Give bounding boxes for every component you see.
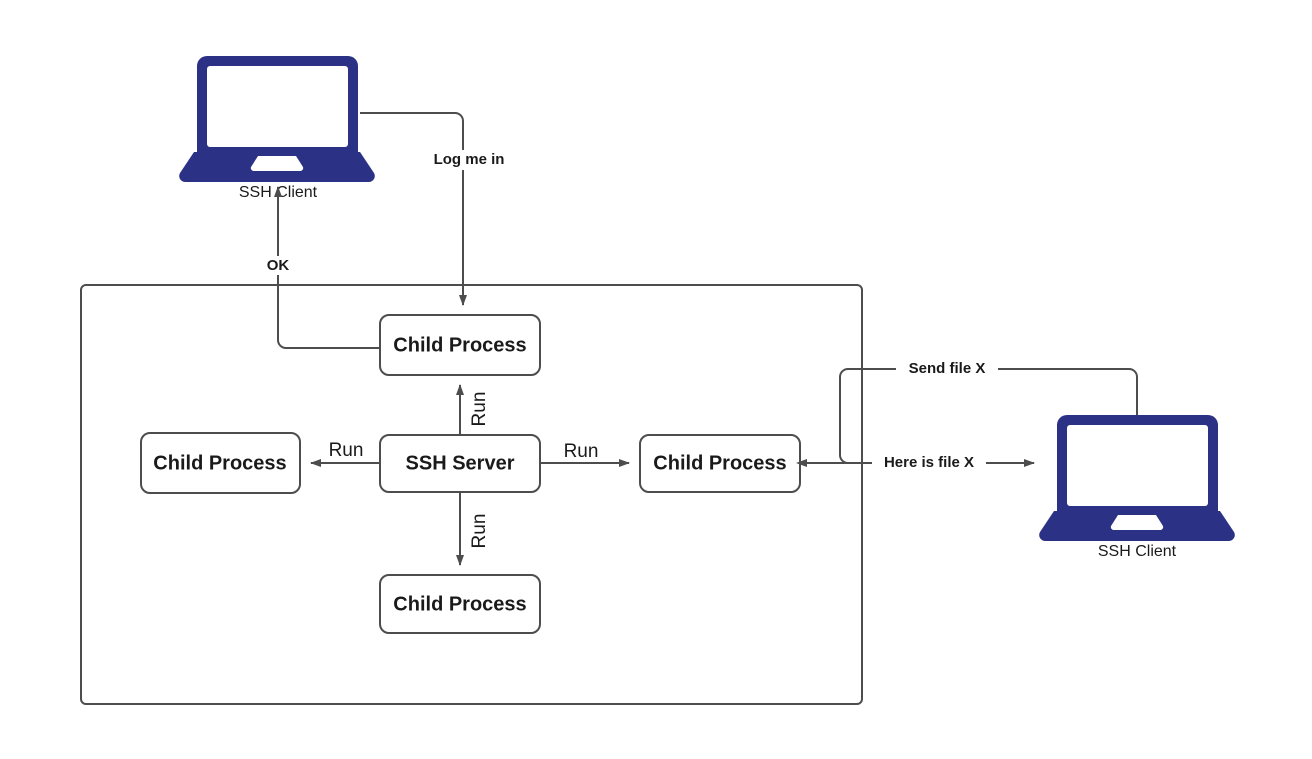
edge-run-down-label-bg	[470, 511, 490, 552]
edge-here-is-file-x-label-bg	[872, 453, 986, 473]
edge-ok	[274, 186, 380, 349]
node-child-process-bottom-box[interactable]	[379, 574, 541, 634]
node-ssh-server[interactable]: SSH Server	[379, 434, 541, 493]
edge-ok-label-bg	[262, 256, 295, 275]
node-child-process-right-label: Child Process	[653, 452, 786, 474]
laptop-icon	[179, 56, 375, 182]
edge-run-up-label: Run	[469, 392, 490, 427]
edge-run-down-label: Run	[469, 514, 490, 549]
edge-log-me-in	[360, 112, 467, 306]
edge-run-right-label: Run	[564, 441, 599, 462]
node-child-process-left-label: Child Process	[153, 452, 286, 474]
node-ssh-server-label: SSH Server	[406, 452, 515, 474]
edge-run-left-label: Run	[329, 440, 364, 461]
ssh-client-right-caption: SSH Client	[1098, 543, 1177, 560]
edge-send-file-x-label: Send file X	[909, 360, 986, 377]
ssh-server-host-boundary	[80, 284, 863, 705]
node-child-process-left[interactable]: Child Process	[140, 432, 301, 494]
ssh-client-top-device: SSH Client	[179, 56, 375, 201]
node-child-process-top[interactable]: Child Process	[379, 314, 541, 376]
node-child-process-left-box[interactable]	[140, 432, 301, 494]
ssh-client-right-device: SSH Client	[1039, 415, 1235, 560]
node-child-process-bottom[interactable]: Child Process	[379, 574, 541, 634]
edge-run-up-label-bg	[470, 389, 490, 430]
edge-ok-label: OK	[267, 257, 290, 274]
edge-here-is-file-x-label: Here is file X	[884, 454, 974, 471]
node-child-process-right[interactable]: Child Process	[639, 434, 801, 493]
edge-log-me-in-label-bg	[412, 150, 526, 170]
edge-log-me-in-label: Log me in	[434, 151, 505, 168]
node-child-process-top-box[interactable]	[379, 314, 541, 376]
edge-send-file-x-label-bg	[896, 359, 998, 379]
laptop-icon	[1039, 415, 1235, 541]
edge-run-left-label-bg	[326, 440, 367, 460]
node-child-process-bottom-label: Child Process	[393, 593, 526, 615]
edge-run-right-label-bg	[560, 441, 601, 461]
node-child-process-top-label: Child Process	[393, 334, 526, 356]
